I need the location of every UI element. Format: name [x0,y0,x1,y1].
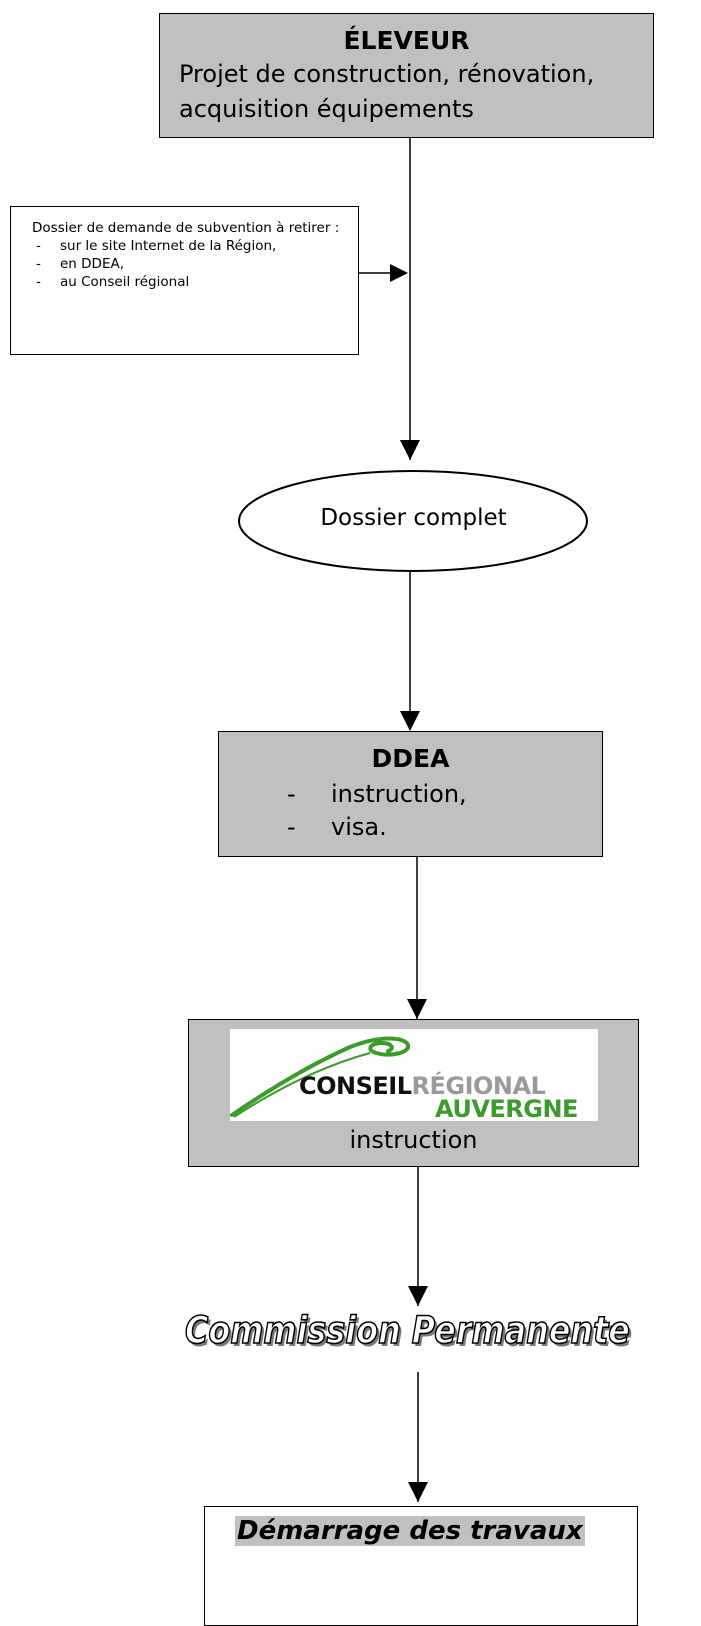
ddea-item: - visa. [287,813,387,841]
ddea-item-label: instruction, [331,780,467,808]
commission-permanente-label: Commission Permanente [184,1308,630,1353]
note-item: - sur le site Internet de la Région, [32,237,350,255]
ddea-box: DDEA - instruction, - visa. [218,731,603,857]
ddea-dash: - [287,813,296,841]
demarrage-box: Démarrage des travaux [204,1506,638,1626]
note-item: - au Conseil régional [32,273,350,291]
ddea-title: DDEA [371,744,450,773]
arrow-to-dossier [400,440,420,460]
logo-conseil-text: CONSEIL [299,1072,412,1100]
note-item-label: au Conseil régional [60,274,190,290]
demarrage-label: Démarrage des travaux [235,1516,585,1546]
logo-regional-text: RÉGIONAL [411,1072,546,1100]
ddea-item: - instruction, [287,780,467,808]
eleveur-title: ÉLEVEUR [343,26,470,55]
eleveur-box: ÉLEVEUR Projet de construction, rénovati… [159,13,654,138]
conseil-regional-logo: CONSEILRÉGIONAL AUVERGNE [230,1029,598,1123]
note-item-label: en DDEA, [60,256,124,272]
note-item-label: sur le site Internet de la Région, [60,238,277,254]
arrow-from-note [390,264,408,282]
arrow-to-demarrage [408,1482,428,1502]
subsidy-note-box: Dossier de demande de subvention à retir… [10,206,359,355]
logo-conseil-regional-text: CONSEILRÉGIONAL [299,1072,546,1100]
note-intro: Dossier de demande de subvention à retir… [32,220,340,236]
arrow-to-commission [408,1286,428,1306]
dossier-ellipse [238,470,588,572]
logo-auvergne-text: AUVERGNE [435,1095,578,1123]
note-dash: - [36,256,41,272]
note-item: - en DDEA, [32,255,350,273]
note-dash: - [36,274,41,290]
swirl-logo-icon [230,1036,410,1118]
arrow-to-conseil [407,999,427,1019]
eleveur-line-2: acquisition équipements [179,95,474,123]
arrow-to-ddea [400,711,420,731]
conseil-regional-box: CONSEILRÉGIONAL AUVERGNE instruction [188,1019,639,1167]
ddea-dash: - [287,780,296,808]
ddea-item-label: visa. [331,813,387,841]
note-dash: - [36,238,41,254]
conseil-instruction-label: instruction [349,1126,478,1154]
eleveur-line-1: Projet de construction, rénovation, [179,60,595,88]
dossier-complet-label: Dossier complet [320,505,507,531]
